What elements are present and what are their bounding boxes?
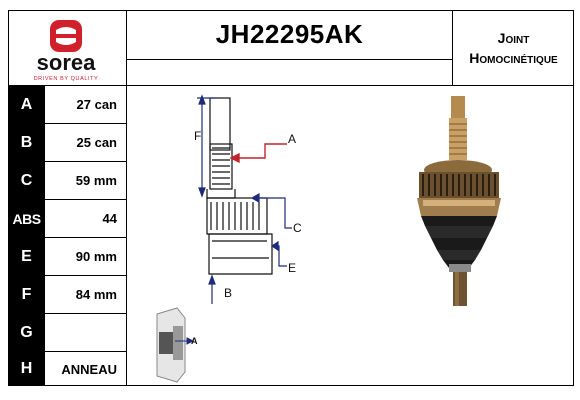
ring-inset	[156, 307, 195, 383]
label-f: F	[194, 129, 201, 143]
spec-key: ABS	[8, 200, 45, 237]
spec-value: ANNEAU	[45, 352, 127, 386]
part-description: Joint Homocinétique	[453, 10, 574, 86]
dimension-a-arrow	[229, 143, 287, 164]
spec-key: A	[8, 86, 45, 123]
title-blank-row	[127, 60, 453, 86]
spec-key: F	[8, 276, 45, 313]
part-number: JH22295AK	[215, 19, 364, 49]
dimension-f	[197, 94, 217, 198]
logo-mark	[50, 20, 82, 52]
spec-row-c: C 59 mm	[8, 162, 127, 200]
logo-cell: sorea DRIVEN BY QUALITY	[8, 10, 127, 86]
spec-value: 59 mm	[45, 162, 127, 199]
part-number-cell: JH22295AK	[127, 10, 453, 60]
spec-row-h: H ANNEAU	[8, 352, 127, 386]
label-e: E	[288, 261, 296, 275]
spec-value: 84 mm	[45, 276, 127, 313]
spec-row-b: B 25 can	[8, 124, 127, 162]
label-a-small: A	[191, 336, 198, 346]
spec-key: H	[8, 352, 45, 386]
joint-photo	[417, 96, 501, 306]
spec-key: B	[8, 124, 45, 161]
label-c: C	[293, 221, 302, 235]
joint-technical-drawing: F A C E B	[156, 94, 501, 383]
spec-key: G	[8, 314, 45, 351]
description-line-1: Joint	[497, 29, 530, 46]
spec-row-g: G	[8, 314, 127, 352]
label-a: A	[288, 132, 296, 146]
logo-wordmark: sorea	[37, 50, 96, 75]
spec-row-abs: ABS 44	[8, 200, 127, 238]
logo-tagline: DRIVEN BY QUALITY	[34, 76, 99, 82]
spec-row-f: F 84 mm	[8, 276, 127, 314]
drawing-area: F A C E B	[127, 86, 574, 386]
label-b: B	[224, 286, 232, 300]
joint-outline	[206, 97, 273, 275]
spec-row-e: E 90 mm	[8, 238, 127, 276]
spec-row-a: A 27 can	[8, 86, 127, 124]
spec-key: C	[8, 162, 45, 199]
spec-value: 90 mm	[45, 238, 127, 275]
sorea-logo: sorea DRIVEN BY QUALITY	[34, 20, 99, 82]
dimension-b-arrow	[208, 274, 216, 304]
dimension-c-arrow	[250, 192, 292, 229]
spec-value: 27 can	[45, 86, 127, 123]
dimension-e-arrow	[270, 240, 287, 267]
spec-value	[45, 314, 127, 351]
description-line-2: Homocinétique	[469, 49, 558, 66]
spec-key: E	[8, 238, 45, 275]
spec-value: 25 can	[45, 124, 127, 161]
spec-value: 44	[45, 200, 127, 237]
